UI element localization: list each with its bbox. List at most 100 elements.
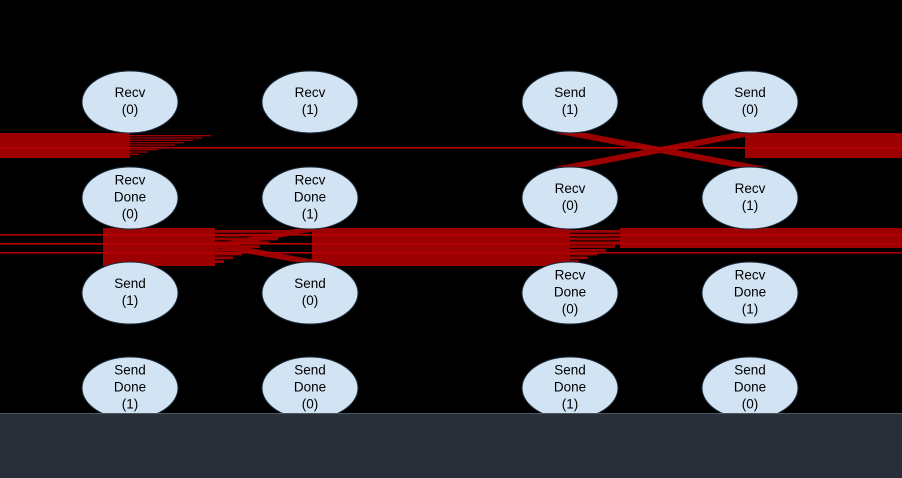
node-label-line: Recv [295, 85, 326, 100]
node-label-line: Send [734, 85, 766, 100]
edge-crossing-layer [114, 133, 766, 262]
band-left-row1-aa-tail [130, 142, 184, 144]
node-label-line: Done [294, 380, 326, 395]
band-right-row1 [745, 133, 902, 158]
node-shape [521, 70, 619, 134]
node-send0[interactable]: Send (0) [261, 261, 359, 325]
node-label-line: Send [294, 276, 326, 291]
node-label-line: (1) [562, 102, 579, 117]
node-label-line: (0) [122, 102, 139, 117]
node-label-line: (1) [742, 302, 759, 317]
cross-left-row1-row2-b [114, 229, 326, 262]
bottom-bar-body [0, 414, 902, 478]
band-mid-row2-aa-tail [570, 260, 579, 263]
thin-line-row2-c [0, 252, 902, 254]
band-mid-row2-aa-tail [570, 245, 615, 248]
node-shape [81, 261, 179, 325]
node-shape [261, 261, 359, 325]
node-label-line: Recv [115, 173, 146, 188]
thin-line-layer [0, 147, 902, 254]
band-left-row1-aa-tail [130, 144, 175, 146]
node-send0_top[interactable]: Send(0) [701, 70, 799, 134]
band-left-row1-aa-tail [130, 153, 139, 155]
node-recv0[interactable]: Recv (0) [81, 70, 179, 134]
band-mid-row2-aa-tail [570, 230, 651, 233]
node-label-line: Done [294, 190, 326, 205]
node-label-line: Send [114, 276, 146, 291]
node-shape [701, 166, 799, 230]
node-label-line: Send [554, 85, 586, 100]
band-left-row2-aa-tail [215, 256, 233, 260]
node-label-line: Send [294, 363, 326, 378]
node-label-line: Done [114, 190, 146, 205]
node-label-line: (1) [122, 293, 139, 308]
node-label-line: (0) [302, 397, 319, 412]
band-left-row2-aa-tail [215, 230, 296, 233]
thin-line-row2-b [0, 243, 902, 245]
node-shape [701, 70, 799, 134]
node-recv1[interactable]: Recv (1) [261, 70, 359, 134]
node-shape [261, 166, 359, 230]
node-label-line: (1) [302, 102, 319, 117]
node-label-line: (1) [742, 198, 759, 213]
band-far-row2 [620, 228, 902, 248]
node-label-line: Recv [555, 268, 586, 283]
band-left-row2-aa-tail [215, 252, 242, 256]
band-left-row1-aa-tail [130, 135, 211, 137]
node-label-line: Recv [555, 181, 586, 196]
node-label-line: (0) [562, 302, 579, 317]
band-left-row1-aa-tail [130, 137, 202, 139]
node-layer: Recv(0)Recv(1)Send(1)Send(0)RecvDone(0)R… [81, 70, 799, 420]
node-label-line: (0) [562, 198, 579, 213]
band-mid-row2-aa-tail [570, 248, 606, 252]
node-send1_top[interactable]: Send (1) [521, 70, 619, 134]
node-label-line: Recv [735, 181, 766, 196]
node-label-line: (1) [122, 397, 139, 412]
node-shape [521, 261, 619, 325]
thin-line-row2-a [0, 234, 902, 236]
node-label-line: Recv [115, 85, 146, 100]
cross-right-row0-row1-b [554, 133, 766, 167]
band-left-row1-aa-tail [130, 151, 148, 153]
thin-line-row1-a [0, 147, 902, 149]
node-shape [81, 166, 179, 230]
band-mid-row2-aa-tail [570, 241, 624, 245]
node-shape [701, 261, 799, 325]
node-label-line: Done [114, 380, 146, 395]
node-label-line: Recv [735, 268, 766, 283]
band-mid-row2 [312, 228, 570, 266]
node-label-line: (0) [122, 207, 139, 222]
node-label-line: (1) [562, 397, 579, 412]
node-label-line: Send [554, 363, 586, 378]
node-recv1_r[interactable]: Recv (1) [701, 166, 799, 230]
node-shape [81, 70, 179, 134]
node-label-line: Done [734, 380, 766, 395]
node-recv0_r[interactable]: Recv (0) [521, 166, 619, 230]
band-mid-row2-aa-tail [570, 256, 588, 260]
node-label-line: Done [734, 285, 766, 300]
node-label-line: (0) [302, 293, 319, 308]
band-left-row1-aa-tail [130, 149, 157, 151]
node-label-line: Done [554, 285, 586, 300]
node-label-line: Send [114, 363, 146, 378]
band-left-row2-aa-tail [215, 260, 224, 263]
node-label-line: (1) [302, 207, 319, 222]
band-mid-row2-aa-tail [570, 237, 633, 241]
node-send1[interactable]: Send (1) [81, 261, 179, 325]
node-shape [521, 166, 619, 230]
node-label-line: Recv [295, 173, 326, 188]
bottom-bar-highlight [0, 413, 902, 414]
node-label-line: Done [554, 380, 586, 395]
band-left-row1 [0, 133, 130, 158]
bottom-status-bar [0, 413, 902, 478]
